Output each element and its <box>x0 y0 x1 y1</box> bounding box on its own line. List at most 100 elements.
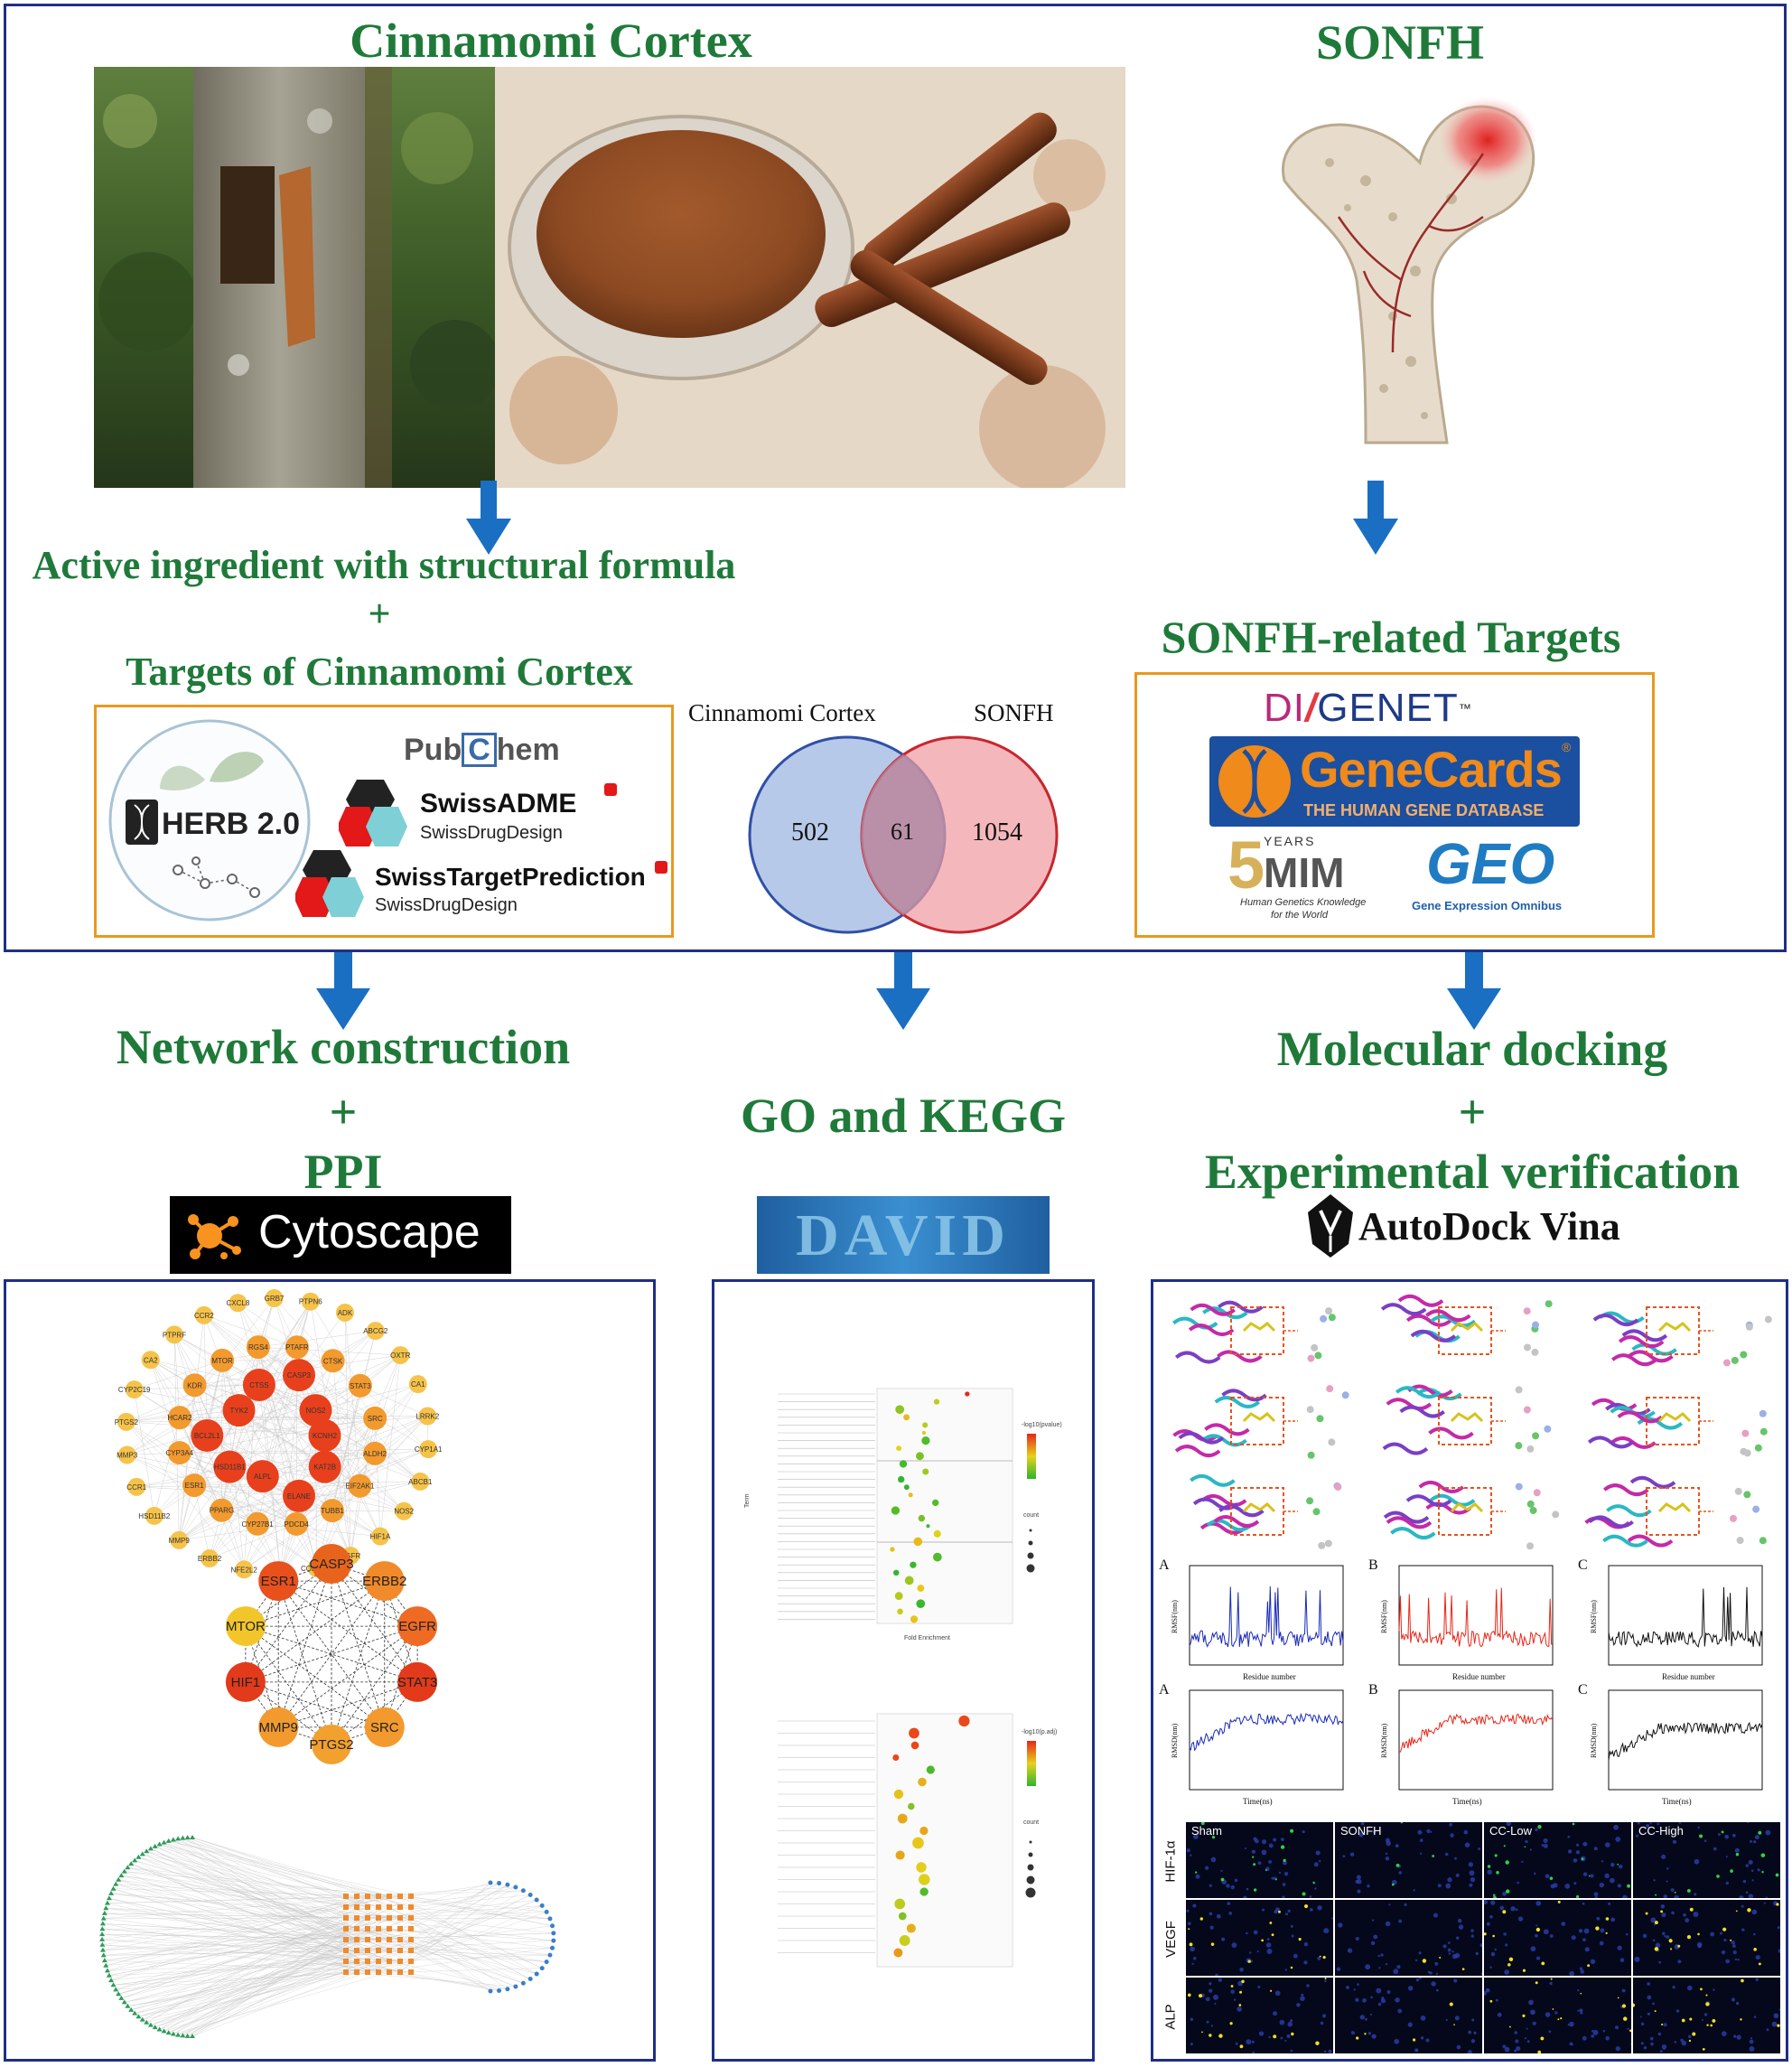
go-count-title: count <box>1023 1512 1039 1519</box>
go-bubble <box>921 1436 930 1445</box>
ingredient-node <box>132 2010 138 2016</box>
go-bubble <box>895 1405 905 1415</box>
genecards-dna-icon <box>1218 745 1291 818</box>
ingredient-node <box>125 1865 131 1870</box>
ingredient-node <box>152 2025 158 2030</box>
hub-node-src <box>364 1707 405 1747</box>
pathway-node <box>547 1952 553 1958</box>
arrow-docking <box>1447 952 1501 1030</box>
ppi-node-label: CTSK <box>323 1357 343 1365</box>
ppi-node-label: ABCG2 <box>363 1327 388 1335</box>
pathway-node <box>539 1966 545 1971</box>
ppi-node-label: PTPRF <box>163 1331 186 1339</box>
target-node <box>376 1959 381 1964</box>
target-node <box>365 1959 370 1964</box>
go-bubble <box>933 1398 940 1405</box>
ppi-node <box>411 1472 430 1491</box>
ppi-node-label: HIF1A <box>370 1533 391 1541</box>
ppi-node <box>391 1346 410 1365</box>
go-bubble <box>910 1561 917 1568</box>
go-x-label: Fold Enrichment <box>904 1635 950 1641</box>
md-panel-letter: C <box>1578 1682 1588 1698</box>
if-image: Sham <box>1186 1822 1333 1898</box>
ppi-node-label: ALDH2 <box>363 1450 387 1458</box>
ingredient-node <box>170 2031 176 2036</box>
target-node <box>408 1926 414 1931</box>
docking-pose <box>1172 1385 1349 1459</box>
ppi-node-label: TUBB1 <box>321 1507 344 1515</box>
go-bubble-chart: Term Fold Enrichment -log10(pvalue) coun… <box>744 1388 1062 1641</box>
go-size-legend <box>1029 1529 1032 1532</box>
ingredient-node <box>180 2033 186 2038</box>
target-node <box>408 1948 414 1953</box>
md-x-label: Residue number <box>1452 1672 1506 1681</box>
pathway-node <box>551 1931 556 1936</box>
ppi-node-label: KCNH2 <box>313 1432 338 1440</box>
ppi-node-label: CA2 <box>144 1356 158 1364</box>
target-node <box>354 1894 359 1899</box>
kegg-bubble <box>906 1923 916 1933</box>
md-y-label: RMSF(nm) <box>1380 1600 1388 1633</box>
ppi-node-label: KAT2B <box>313 1464 336 1472</box>
pathway-node <box>497 1988 502 1993</box>
ppi-node <box>283 1359 316 1392</box>
ppi-node-label: HSD11B2 <box>138 1512 171 1520</box>
ppi-node <box>194 1305 213 1324</box>
pathway-node <box>505 1987 510 1992</box>
ppi-node <box>213 1450 247 1483</box>
hub-node-mmp9 <box>258 1707 299 1747</box>
ppi-node <box>265 1289 284 1308</box>
target-node <box>343 1948 349 1953</box>
ingredient-node <box>106 1972 112 1978</box>
go-color-legend <box>1027 1434 1036 1479</box>
target-node <box>397 1948 403 1953</box>
ingredient-node <box>175 1836 182 1841</box>
md-trace <box>1398 1587 1554 1648</box>
kegg-bubble <box>893 1948 903 1958</box>
hub-node-stat3 <box>397 1661 438 1702</box>
ingredient-node <box>103 1962 109 1968</box>
go-size-legend <box>1028 1540 1033 1546</box>
kegg-count-title: count <box>1023 1819 1039 1826</box>
go-size-legend <box>1027 1552 1034 1559</box>
ingredient-node <box>135 2014 142 2019</box>
kegg-bubble <box>958 1715 970 1727</box>
target-node <box>365 1894 370 1899</box>
if-image <box>1335 1900 1482 1976</box>
md-panel-letter: A <box>1159 1557 1170 1573</box>
ppi-node <box>285 1335 309 1360</box>
target-node <box>397 1904 403 1910</box>
ppi-node <box>283 1479 316 1512</box>
target-node <box>365 1948 370 1953</box>
ingredient-node <box>135 1854 142 1859</box>
md-x-label: Residue number <box>1243 1672 1296 1681</box>
target-node <box>354 1915 359 1921</box>
hub-node-label: ERBB2 <box>362 1574 406 1589</box>
target-node <box>387 1926 392 1931</box>
enrichment-panel: Term Fold Enrichment -log10(pvalue) coun… <box>712 1279 1095 2062</box>
ppi-node <box>242 1368 275 1401</box>
docking-pose-grid <box>1161 1289 1782 1560</box>
network-title: Network construction <box>116 1020 571 1074</box>
ppi-node <box>308 1450 341 1483</box>
pathway-node <box>544 1959 549 1965</box>
tree-trunk <box>193 67 365 488</box>
docking-pose <box>1584 1475 1767 1548</box>
kegg-bubble-chart: -log10(p.adj) count <box>778 1713 1057 1968</box>
ppi-node-label: KDR <box>187 1381 202 1389</box>
if-column-label: CC-Low <box>1489 1824 1533 1838</box>
target-node <box>343 1969 349 1975</box>
ppi-node-label: PTPN6 <box>299 1298 322 1306</box>
target-node <box>365 1926 370 1931</box>
kegg-bubble <box>894 1898 906 1910</box>
md-x-label: Residue number <box>1662 1672 1715 1681</box>
ppi-node <box>141 1351 160 1370</box>
go-bubble <box>910 1615 919 1623</box>
ppi-node <box>321 1349 345 1373</box>
ingredient-node <box>100 1952 107 1958</box>
ppi-node-label: ESR1 <box>185 1482 204 1490</box>
ingredient-node <box>152 1843 158 1848</box>
pubchem-c-icon: C <box>462 733 497 767</box>
